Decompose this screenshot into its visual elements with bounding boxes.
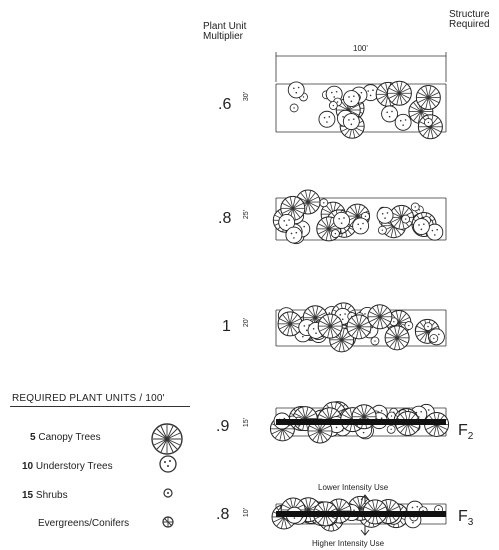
multiplier-row-4: .9 [216,418,230,435]
evergreen-conifer-icon [162,516,174,528]
shrub-symbol [328,101,338,110]
shrub-symbol [370,336,380,346]
buffer-strip-3 [275,302,447,353]
buffer-strip-5 [271,495,447,532]
structure-row-5-sub: 3 [467,517,474,529]
intensity-arrows [360,494,370,536]
legend-item-shrubs: 15 Shrubs [22,490,68,501]
multiplier-row-5: .8 [216,506,230,523]
multiplier-row-1: .6 [218,96,232,113]
multiplier-header: Plant Unit Multiplier [203,22,246,42]
legend-item-evergreens: Evergreens/Conifers [38,518,129,529]
shrub-symbol [410,202,420,212]
multiplier-row-2: .8 [218,210,232,227]
shrub-symbol [289,103,299,113]
legend-item-canopy: 5 Canopy Trees [30,432,101,443]
shrub-symbol [429,334,439,343]
understory-tree-symbol [333,211,351,229]
shrub-symbol [319,198,329,208]
structure-wall [276,419,446,425]
understory-tree-symbol [352,217,370,235]
legend-label: Shrubs [35,490,68,501]
structure-header: Structure Required [449,10,490,30]
shrub-symbol [401,214,411,224]
understory-tree-symbol [376,206,394,224]
width-dimension-label: 100' [353,44,368,53]
understory-tree-symbol [342,113,360,130]
shrub-symbol [424,118,433,127]
shrub-symbol [404,321,414,330]
width-dimension-line [275,52,447,82]
canopy-tree-symbol [277,311,303,337]
understory-tree-icon [159,455,177,473]
depth-row-5: 10' [243,508,250,518]
understory-tree-symbol [342,90,360,108]
depth-row-1: 30' [243,92,250,102]
canopy-tree-symbol [415,85,441,111]
higher-intensity-label: Higher Intensity Use [312,539,385,548]
understory-tree-symbol [285,226,303,244]
canopy-tree-symbol [317,313,343,339]
understory-tree-symbol [412,218,430,235]
legend-count: 5 [30,432,36,443]
buffer-strip-1 [275,80,447,140]
shrub-symbol [386,424,396,434]
depth-row-4: 15' [243,418,250,428]
structure-header-line1: Structure [449,9,490,20]
canopy-tree-symbol [386,80,412,106]
structure-row-5: F3 [458,508,473,528]
legend-label: Evergreens/Conifers [38,518,130,529]
structure-header-line2: Required [449,19,490,30]
shrub-icon [163,488,173,498]
canopy-tree-symbol [346,314,372,340]
legend-title: REQUIRED PLANT UNITS / 100' [12,393,165,404]
structure-row-4: F2 [458,422,473,442]
buffer-strip-2 [272,189,447,245]
legend-item-understory: 10 Understory Trees [22,461,113,472]
multiplier-header-line1: Plant Unit [203,21,247,32]
depth-row-3: 20' [243,318,250,328]
understory-tree-symbol [287,81,305,99]
buffer-strip-4 [269,401,450,444]
legend-count: 10 [22,461,34,472]
shrub-symbol [377,225,387,235]
shrub-symbol [330,229,340,239]
depth-row-2: 25' [243,210,250,220]
understory-tree-symbol [381,105,399,123]
structure-row-5-letter: F [458,508,468,525]
multiplier-header-line2: Multiplier [203,31,244,42]
canopy-tree-symbol [417,114,443,140]
legend-label: Understory Trees [35,461,113,472]
canopy-tree-symbol [367,304,393,330]
understory-tree-symbol [318,110,336,128]
structure-row-4-sub: 2 [467,431,474,443]
legend-count: 15 [22,490,34,501]
legend-label: Canopy Trees [38,432,101,443]
canopy-tree-symbol [384,325,410,351]
canopy-tree-symbol [351,404,377,430]
legend-rule [10,406,190,407]
understory-tree-symbol [394,113,412,131]
shrub-symbol [423,322,433,331]
structure-wall [276,511,446,517]
multiplier-row-3: 1 [222,318,231,335]
structure-row-4-letter: F [458,422,468,439]
lower-intensity-label: Lower Intensity Use [318,483,389,492]
canopy-tree-icon [151,423,183,455]
understory-tree-symbol [278,213,296,231]
